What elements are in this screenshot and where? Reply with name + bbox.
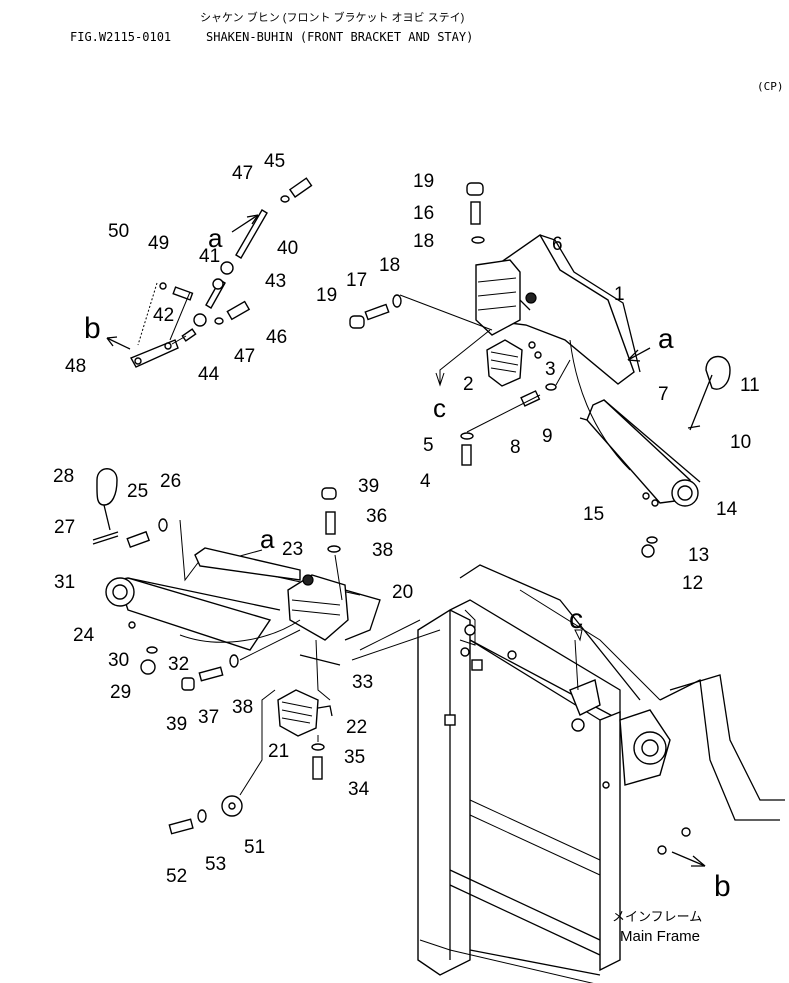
part-number-48: 48 <box>65 356 86 377</box>
part-number-7: 7 <box>658 384 669 405</box>
part-number-10: 10 <box>730 432 751 453</box>
part-number-20: 20 <box>392 582 413 603</box>
ref-letter-a-top-left: a <box>208 223 223 253</box>
front-bracket-right-assembly <box>349 182 651 466</box>
part-number-46: 46 <box>266 327 287 348</box>
part-number-36: 36 <box>366 506 387 527</box>
figure-id: FIG.W2115-0101 <box>70 30 171 44</box>
part-number-45: 45 <box>264 151 285 172</box>
part-number-50: 50 <box>108 221 129 242</box>
part-number-39-alt: 39 <box>358 476 379 497</box>
part-number-18: 18 <box>413 231 434 252</box>
part-number-49: 49 <box>148 233 169 254</box>
part-number-19-alt: 19 <box>316 285 337 306</box>
part-number-39: 39 <box>166 714 187 735</box>
ref-letter-c-upper: c <box>433 393 446 423</box>
part-number-1: 1 <box>614 284 625 305</box>
part-number-15: 15 <box>583 504 604 525</box>
part-number-13: 13 <box>688 545 709 566</box>
part-number-31: 31 <box>54 572 75 593</box>
ref-letter-b-left: b <box>84 312 101 345</box>
part-number-41: 41 <box>199 246 220 267</box>
part-number-28: 28 <box>53 466 74 487</box>
part-number-30: 30 <box>108 650 129 671</box>
part-number-53: 53 <box>205 854 226 875</box>
main-frame-label-jp: メインフレーム <box>612 909 702 924</box>
part-number-3: 3 <box>545 359 556 380</box>
ref-letter-c-frame: c <box>569 603 583 634</box>
main-frame <box>417 564 785 983</box>
part-number-6: 6 <box>552 234 563 255</box>
link-group-top-left <box>130 177 313 368</box>
part-number-12: 12 <box>682 573 703 594</box>
part-number-17: 17 <box>346 270 367 291</box>
part-number-26: 26 <box>160 471 181 492</box>
part-number-22: 22 <box>346 717 367 738</box>
part-number-9: 9 <box>542 426 553 447</box>
part-number-47: 47 <box>232 163 253 184</box>
figure-title: SHAKEN-BUHIN (FRONT BRACKET AND STAY) <box>206 30 473 44</box>
part-number-43: 43 <box>265 271 286 292</box>
part-number-51: 51 <box>244 837 265 858</box>
part-number-47-alt: 47 <box>234 346 255 367</box>
main-frame-label-en: Main Frame <box>620 928 700 945</box>
part-number-23: 23 <box>282 539 303 560</box>
part-number-34: 34 <box>348 779 370 800</box>
katakana-title: シャケン ブヒン (フロント ブラケット オヨビ ステイ) <box>200 10 464 24</box>
part-number-38: 38 <box>232 697 253 718</box>
part-number-14: 14 <box>716 499 738 520</box>
part-number-19: 19 <box>413 171 434 192</box>
ref-letter-a-lower: a <box>260 524 275 554</box>
part-number-37: 37 <box>198 707 219 728</box>
part-number-16: 16 <box>413 203 434 224</box>
front-bracket-left-assembly <box>92 468 381 780</box>
part-number-24: 24 <box>73 625 95 646</box>
part-number-27: 27 <box>54 517 75 538</box>
bolt-set-bottom-left <box>168 689 276 835</box>
part-number-38-alt: 38 <box>372 540 393 561</box>
part-number-32: 32 <box>168 654 189 675</box>
part-number-33: 33 <box>352 672 373 693</box>
part-number-18-alt: 18 <box>379 255 400 276</box>
ref-letter-a-right: a <box>658 323 674 354</box>
part-number-4: 4 <box>420 471 431 492</box>
part-number-42: 42 <box>153 305 174 326</box>
part-number-52: 52 <box>166 866 187 887</box>
part-number-2: 2 <box>463 374 474 395</box>
part-number-29: 29 <box>110 682 131 703</box>
part-number-5: 5 <box>423 435 434 456</box>
part-number-21: 21 <box>268 741 289 762</box>
part-number-44: 44 <box>198 364 220 385</box>
part-number-25: 25 <box>127 481 148 502</box>
stay-arm-right <box>569 339 731 558</box>
part-number-35: 35 <box>344 747 365 768</box>
ref-letter-b-frame: b <box>714 870 731 903</box>
part-number-8: 8 <box>510 437 521 458</box>
part-number-11: 11 <box>740 375 760 396</box>
part-number-40: 40 <box>277 238 298 259</box>
model-code: (CP) <box>757 80 784 93</box>
